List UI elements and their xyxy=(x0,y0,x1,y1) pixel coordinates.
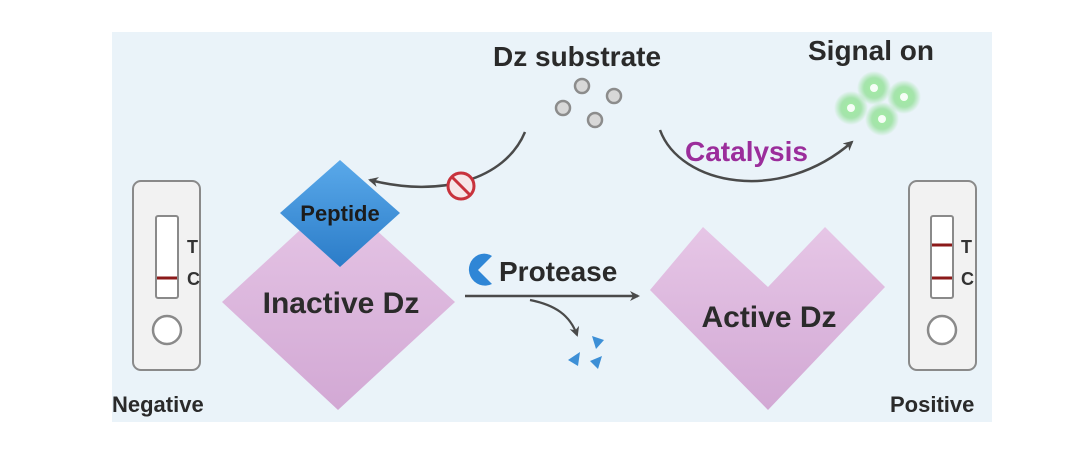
positive-label: Positive xyxy=(890,392,974,417)
positive-strip-window xyxy=(930,215,954,299)
inactive-dz-label: Inactive Dz xyxy=(263,287,420,320)
protease-label: Protease xyxy=(499,256,617,287)
negative-t-label: T xyxy=(187,237,198,257)
negative-label: Negative xyxy=(112,392,204,417)
negative-test-strip: T C xyxy=(132,180,201,371)
positive-t-label: T xyxy=(961,237,972,257)
positive-test-strip: T C xyxy=(908,180,977,371)
positive-sample-well xyxy=(926,314,958,346)
peptide-label: Peptide xyxy=(300,201,379,226)
active-dz-shape xyxy=(650,227,885,410)
substrate-particle xyxy=(586,111,604,129)
substrate-particles xyxy=(554,77,623,129)
cleavage-arrow xyxy=(529,298,580,337)
inactive-dz-diamond xyxy=(222,195,455,410)
negative-sample-well xyxy=(151,314,183,346)
active-dz-label: Active Dz xyxy=(701,301,836,334)
signal-on-label: Signal on xyxy=(808,35,934,66)
inhibit-icon xyxy=(446,171,476,201)
substrate-particle xyxy=(573,77,591,95)
dz-substrate-label: Dz substrate xyxy=(493,41,661,72)
positive-c-label: C xyxy=(961,269,974,289)
catalysis-arrow xyxy=(658,129,854,183)
substrate-particle xyxy=(554,99,572,117)
substrate-particle xyxy=(605,87,623,105)
protease-icon xyxy=(468,253,492,286)
catalysis-label: Catalysis xyxy=(685,136,808,167)
negative-c-label: C xyxy=(187,269,200,289)
signal-glow-particles xyxy=(834,71,921,136)
cleaved-peptide-fragments xyxy=(568,336,604,369)
negative-strip-window xyxy=(155,215,179,299)
